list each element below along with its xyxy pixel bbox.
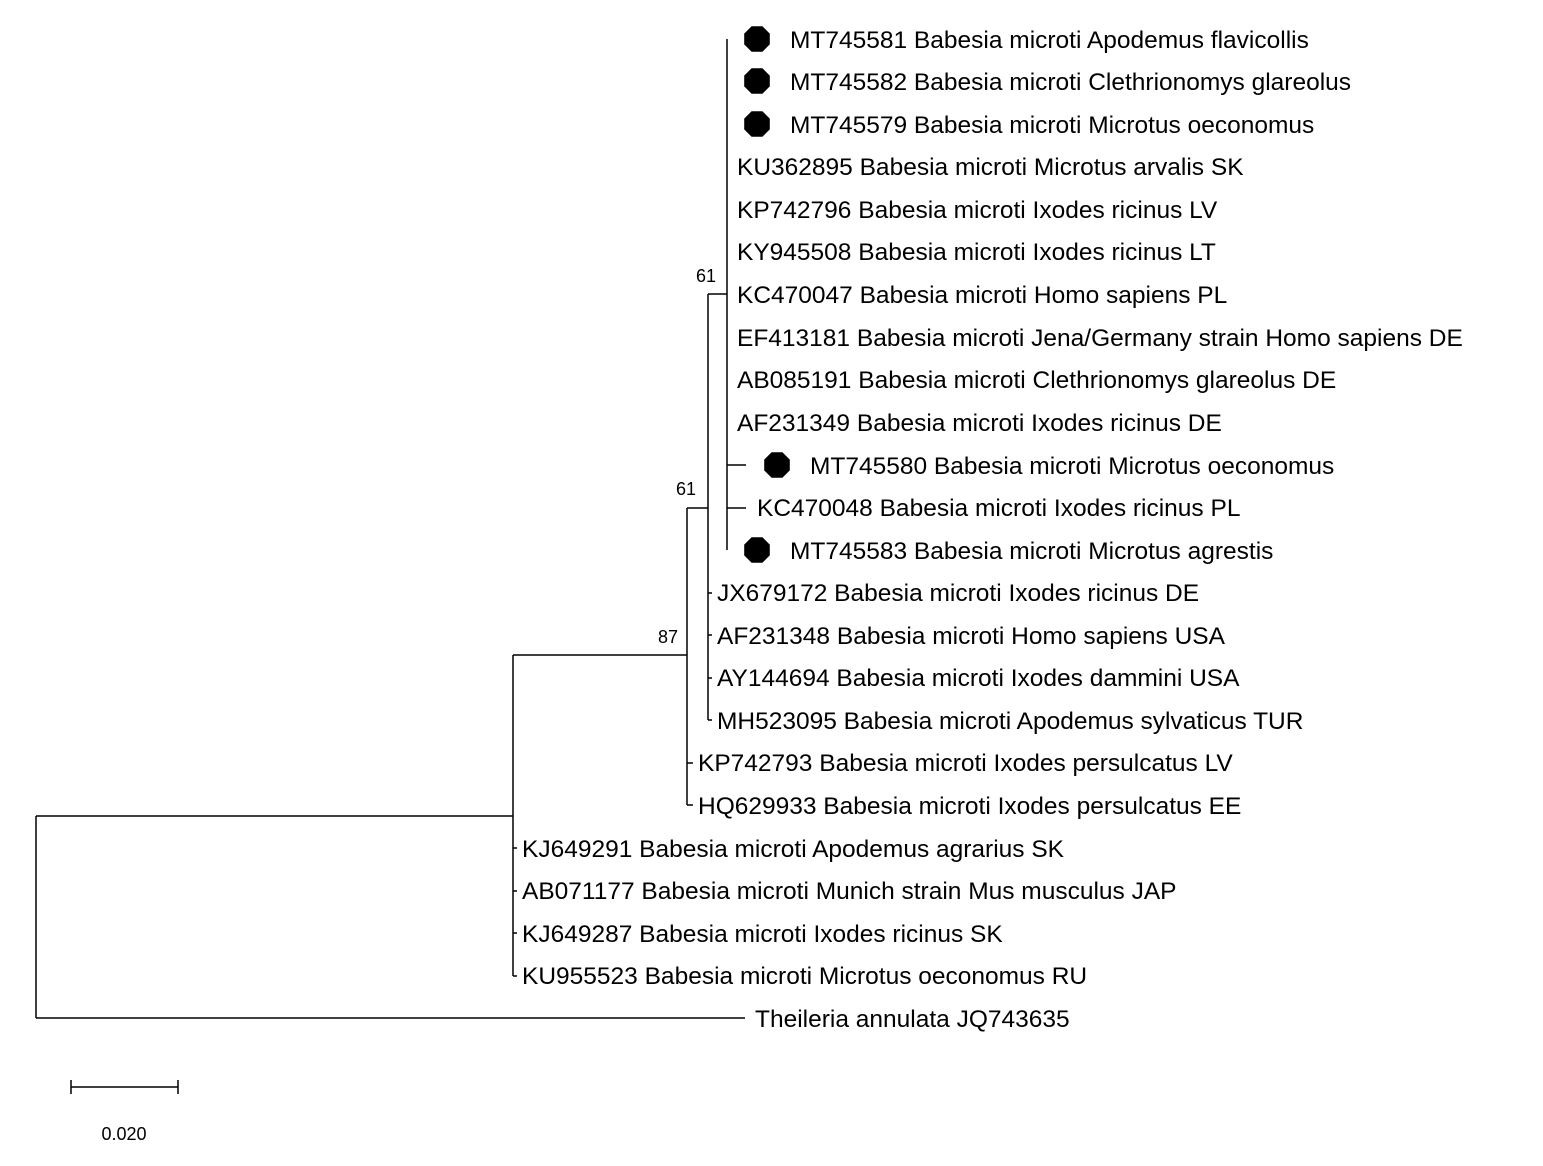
leaf-label: KP742796 Babesia microti Ixodes ricinus …: [737, 197, 1218, 224]
leaf-label: KJ649291 Babesia microti Apodemus agrari…: [522, 836, 1065, 863]
tree-branches: [35, 39, 746, 1019]
sample-markers: [744, 26, 790, 563]
sample-marker-icon: [764, 452, 790, 478]
bootstrap-value-node-lower: 61: [676, 479, 696, 499]
leaf-label: MT745580 Babesia microti Microtus oecono…: [810, 453, 1334, 480]
leaf-label: KC470047 Babesia microti Homo sapiens PL: [737, 282, 1227, 309]
sample-marker-icon: [744, 111, 770, 137]
bootstrap-values: 61 61 87: [658, 266, 716, 647]
bootstrap-value-node-87: 87: [658, 627, 678, 647]
leaf-label: KP742793 Babesia microti Ixodes persulca…: [698, 750, 1233, 777]
leaf-label: JX679172 Babesia microti Ixodes ricinus …: [717, 580, 1199, 607]
leaf-label: KY945508 Babesia microti Ixodes ricinus …: [737, 239, 1216, 266]
leaf-label: HQ629933 Babesia microti Ixodes persulca…: [698, 793, 1241, 820]
leaf-label: MH523095 Babesia microti Apodemus sylvat…: [717, 708, 1303, 735]
leaf-labels: MT745581 Babesia microti Apodemus flavic…: [522, 27, 1463, 1033]
sample-marker-icon: [744, 537, 770, 563]
scale-bar: 0.020: [70, 1080, 179, 1144]
leaf-label: AF231348 Babesia microti Homo sapiens US…: [717, 623, 1226, 650]
leaf-label: KU955523 Babesia microti Microtus oecono…: [522, 963, 1087, 990]
leaf-label: MT745582 Babesia microti Clethrionomys g…: [790, 69, 1351, 96]
leaf-label: Theileria annulata JQ743635: [755, 1006, 1070, 1033]
bootstrap-value-node-upper: 61: [696, 266, 716, 286]
leaf-label: AB085191 Babesia microti Clethrionomys g…: [737, 367, 1336, 394]
leaf-label: AY144694 Babesia microti Ixodes dammini …: [717, 665, 1240, 692]
leaf-label: KJ649287 Babesia microti Ixodes ricinus …: [522, 921, 1003, 948]
leaf-label: KU362895 Babesia microti Microtus arvali…: [737, 154, 1244, 181]
leaf-label: MT745583 Babesia microti Microtus agrest…: [790, 538, 1273, 565]
leaf-label: MT745581 Babesia microti Apodemus flavic…: [790, 27, 1309, 54]
leaf-label: AB071177 Babesia microti Munich strain M…: [522, 878, 1177, 905]
leaf-label: AF231349 Babesia microti Ixodes ricinus …: [737, 410, 1222, 437]
leaf-label: MT745579 Babesia microti Microtus oecono…: [790, 112, 1314, 139]
scale-bar-label: 0.020: [101, 1124, 146, 1144]
leaf-label: EF413181 Babesia microti Jena/Germany st…: [737, 325, 1463, 352]
sample-marker-icon: [744, 26, 770, 52]
leaf-label: KC470048 Babesia microti Ixodes ricinus …: [757, 495, 1240, 522]
sample-marker-icon: [744, 68, 770, 94]
